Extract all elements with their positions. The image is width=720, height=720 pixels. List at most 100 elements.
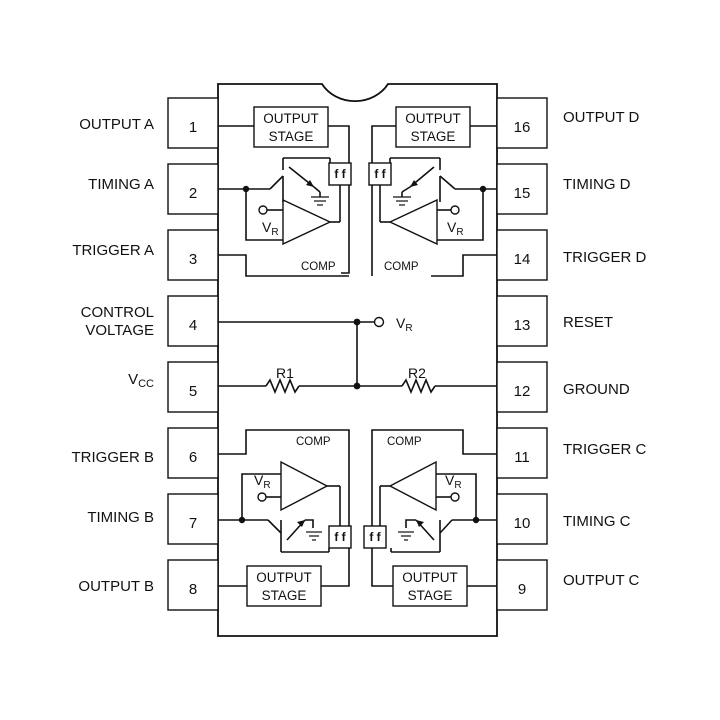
divider-network: VR R1 R2	[218, 315, 497, 395]
comparator-b	[280, 460, 329, 512]
pin-number-13: 13	[514, 317, 531, 334]
pin-label-3: TRIGGER A	[72, 242, 154, 259]
pin-number-6: 6	[189, 449, 197, 466]
pin-label-4-line2: VOLTAGE	[85, 322, 154, 339]
pin-label-14: TRIGGER D	[563, 249, 647, 266]
vr-label-d: VR	[447, 219, 464, 238]
pin-label-2: TIMING A	[88, 176, 154, 193]
output-stage-d-line2: STAGE	[411, 129, 456, 144]
comp-a-label: COMP	[301, 261, 336, 273]
comparator-a	[282, 198, 332, 246]
flip-flop-b	[328, 525, 352, 549]
pin-labels-right: OUTPUT D TIMING D TRIGGER D RESET GROUND…	[563, 109, 647, 589]
comparator-c	[388, 460, 437, 512]
r2-label: R2	[408, 365, 426, 381]
pin-label-16: OUTPUT D	[563, 109, 640, 126]
pin-box-10	[496, 493, 548, 545]
pin-number-14: 14	[514, 251, 531, 268]
vr-label-c: VR	[445, 472, 462, 491]
pin-labels-left: OUTPUT A TIMING A TRIGGER A CONTROL VOLT…	[71, 116, 154, 595]
timer-c: COMP VR f f OUTPUT STAGE	[363, 429, 497, 607]
vr-label-a: VR	[262, 219, 279, 238]
pin-box-7	[167, 493, 219, 545]
pin-number-15: 15	[514, 185, 531, 202]
pin-number-16: 16	[514, 119, 531, 136]
pin-label-15: TIMING D	[563, 176, 631, 193]
resistor-r1	[265, 377, 300, 395]
vr-node-center	[373, 316, 385, 328]
pin-box-2	[167, 163, 219, 215]
resistor-r2	[401, 377, 436, 395]
pin-box-16	[496, 97, 548, 149]
comp-b-label: COMP	[296, 436, 331, 448]
vr-node-c	[450, 492, 460, 502]
vr-node-b	[257, 492, 267, 502]
timer-d: OUTPUT STAGE f f VR COMP	[368, 106, 497, 277]
output-stage-d	[395, 106, 471, 148]
pin-box-11	[496, 427, 548, 479]
output-stage-a-line1: OUTPUT	[263, 111, 319, 126]
pin-numbers: 1 2 3 4 5 6 7 8 9 10 11 12 13 14 15 16	[189, 119, 531, 598]
pin-box-14	[496, 229, 548, 281]
pin-box-5	[167, 361, 219, 413]
pin-label-6: TRIGGER B	[71, 449, 154, 466]
pin-number-2: 2	[189, 185, 197, 202]
output-stage-b-line2: STAGE	[262, 588, 307, 603]
flip-flop-a-label: f f	[334, 167, 346, 181]
pin-number-7: 7	[189, 515, 197, 532]
comp-c-label: COMP	[387, 436, 422, 448]
pin-label-12: GROUND	[563, 381, 630, 398]
vr-label-center: VR	[396, 315, 413, 334]
pin-number-3: 3	[189, 251, 197, 268]
pin-label-9: OUTPUT C	[563, 572, 640, 589]
output-stage-c-line2: STAGE	[408, 588, 453, 603]
pin-label-11: TRIGGER C	[563, 441, 647, 458]
pin-box-4	[167, 295, 219, 347]
output-stage-a	[253, 106, 329, 148]
pin-label-5: VCC	[128, 371, 154, 390]
output-stage-d-line1: OUTPUT	[405, 111, 461, 126]
pin-label-10: TIMING C	[563, 513, 631, 530]
flip-flop-d-label: f f	[374, 167, 386, 181]
pin-box-9	[496, 559, 548, 611]
vr-label-b: VR	[254, 472, 271, 491]
pin-box-8	[167, 559, 219, 611]
pin-number-1: 1	[189, 119, 197, 136]
pin-box-13	[496, 295, 548, 347]
pin-box-12	[496, 361, 548, 413]
pin-number-4: 4	[189, 317, 197, 334]
pin-number-12: 12	[514, 383, 531, 400]
comp-d-label: COMP	[384, 261, 419, 273]
vr-node-a	[258, 205, 268, 215]
pin-number-9: 9	[518, 581, 526, 598]
timer-a: OUTPUT STAGE f f VR COMP	[218, 106, 352, 277]
pin-box-6	[167, 427, 219, 479]
pin-number-5: 5	[189, 383, 197, 400]
pin-number-8: 8	[189, 581, 197, 598]
pin-boxes	[167, 97, 548, 611]
pin-box-3	[167, 229, 219, 281]
output-stage-a-line2: STAGE	[269, 129, 314, 144]
timer-b: COMP VR f f OUTPUT STAGE	[218, 429, 352, 607]
pin-label-8: OUTPUT B	[78, 578, 154, 595]
output-stage-b	[246, 565, 322, 607]
pin-number-11: 11	[514, 449, 530, 466]
pin-box-1	[167, 97, 219, 149]
output-stage-b-line1: OUTPUT	[256, 570, 312, 585]
vcc-main: V	[128, 371, 138, 388]
pin-label-13: RESET	[563, 314, 613, 331]
r1-label: R1	[276, 365, 294, 381]
pin-number-10: 10	[514, 515, 531, 532]
output-stage-c-line1: OUTPUT	[402, 570, 458, 585]
flip-flop-c	[363, 525, 387, 549]
flip-flop-c-label: f f	[369, 530, 381, 544]
flip-flop-b-label: f f	[334, 530, 346, 544]
pin-label-1: OUTPUT A	[79, 116, 154, 133]
vr-node-d	[450, 205, 460, 215]
vcc-sub: CC	[138, 378, 154, 390]
pin-label-4-line1: CONTROL	[81, 304, 154, 321]
pin-label-7: TIMING B	[87, 509, 154, 526]
comparator-d	[388, 198, 438, 246]
